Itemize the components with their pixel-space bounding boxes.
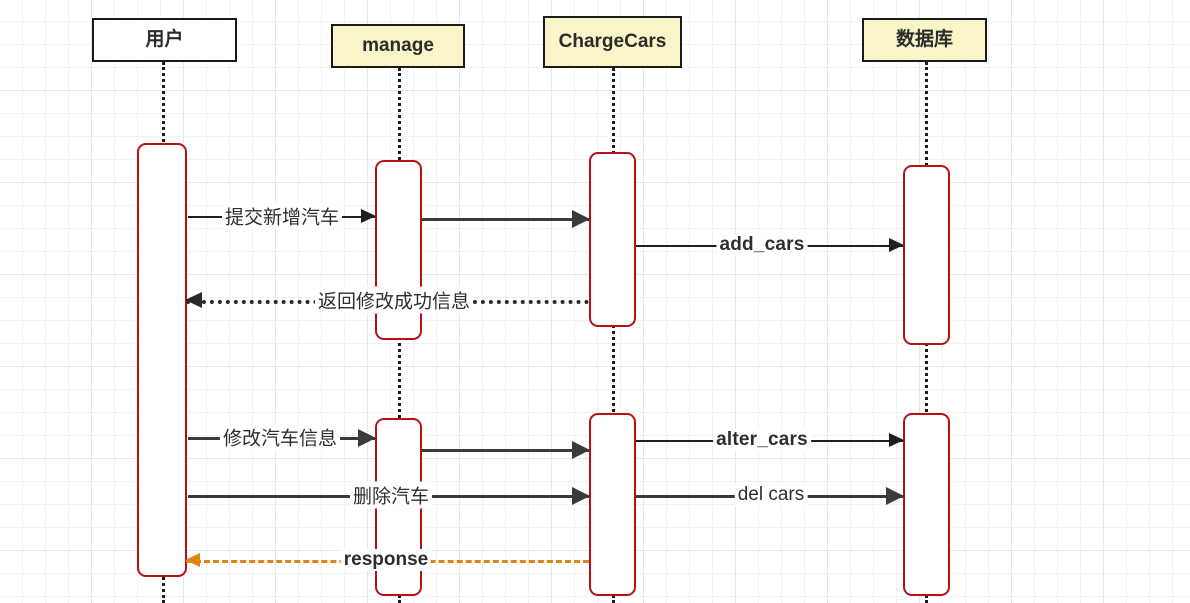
participant-label: 数据库 xyxy=(895,29,953,51)
participant-user[interactable]: 用户 xyxy=(92,18,237,62)
arrowhead-icon xyxy=(361,209,376,223)
participant-database[interactable]: 数据库 xyxy=(862,18,987,62)
message-label: alter_cars xyxy=(713,429,811,451)
participant-chargecars[interactable]: ChargeCars xyxy=(543,16,682,68)
participant-label: 用户 xyxy=(145,29,184,51)
message-line xyxy=(422,218,589,221)
activation-bar-chargecars[interactable] xyxy=(589,152,636,327)
lifeline-chargecars xyxy=(612,68,615,603)
arrowhead-icon xyxy=(886,487,904,505)
activation-bar-chargecars[interactable] xyxy=(589,413,636,596)
activation-bar-user[interactable] xyxy=(137,143,187,577)
message-label: 提交新增汽车 xyxy=(221,202,343,230)
participant-manage[interactable]: manage xyxy=(331,24,465,68)
arrowhead-icon xyxy=(572,487,590,505)
arrowhead-icon xyxy=(185,292,202,308)
message-line xyxy=(422,449,589,452)
message-label: 删除汽车 xyxy=(349,481,433,509)
message-label: add_cars xyxy=(716,234,808,256)
activation-bar-database[interactable] xyxy=(903,413,950,596)
arrowhead-icon xyxy=(889,433,904,447)
arrowhead-icon xyxy=(572,441,590,459)
arrowhead-icon xyxy=(358,429,376,447)
message-label: response xyxy=(340,549,432,571)
participant-label: ChargeCars xyxy=(558,31,667,53)
arrowhead-icon xyxy=(889,238,904,252)
participant-label: manage xyxy=(362,35,434,57)
activation-bar-database[interactable] xyxy=(903,165,950,345)
arrowhead-icon xyxy=(185,553,200,567)
message-label: 返回修改成功信息 xyxy=(314,286,474,314)
message-label: del cars xyxy=(734,484,808,506)
message-label: 修改汽车信息 xyxy=(219,423,341,451)
arrowhead-icon xyxy=(572,210,590,228)
